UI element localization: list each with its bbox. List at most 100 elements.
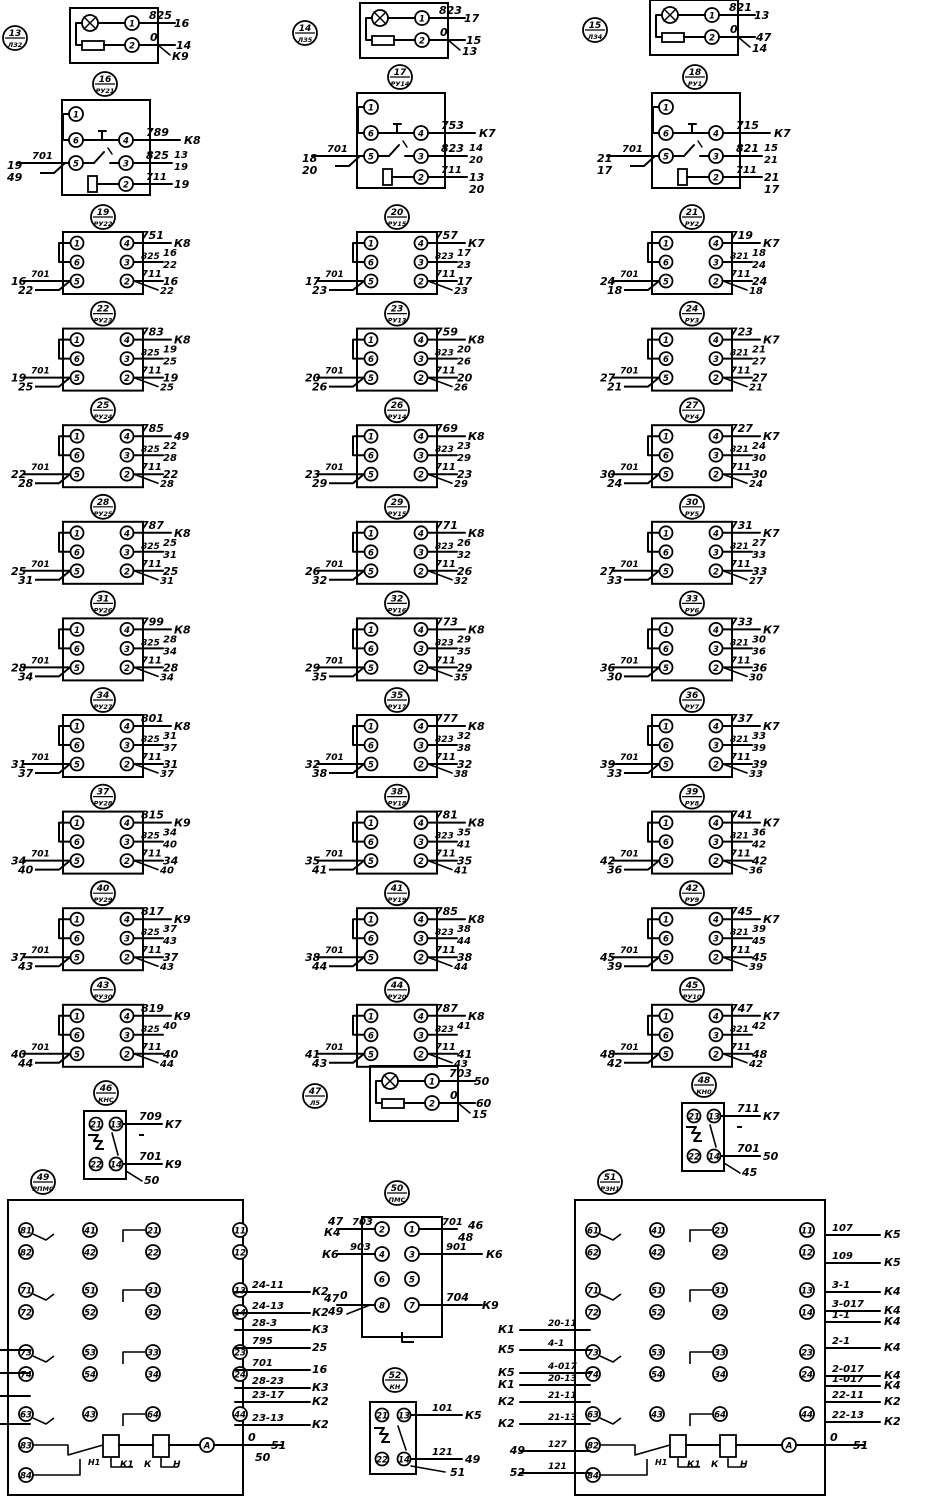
device-number: 24 [686,305,699,315]
terminal-number: 5 [74,374,80,384]
terminal-number: 24 [801,1371,813,1381]
wire-label: 16 [312,1363,328,1376]
terminal-number: 71 [587,1287,599,1297]
wire [624,473,660,485]
wire-label: 47 [327,1215,344,1228]
wire-label: 825 [141,1025,160,1035]
terminal-circle [69,254,85,270]
wire-label: 21 [764,155,778,166]
terminal-circle [363,718,379,734]
terminal-number: 3 [418,935,424,945]
terminal-circle [145,1344,161,1360]
device-number: 49 [36,1173,50,1183]
terminal-circle [799,1406,815,1422]
terminal-circle [585,1304,601,1320]
terminal-circle [363,911,379,927]
terminal-number: 4 [712,819,719,829]
wire-label: 30 [607,670,623,683]
wire-label: К7 [763,1110,780,1123]
wire-label: 40 [159,866,174,877]
terminal-number: 5 [368,761,374,771]
terminal-number: 1 [663,626,669,636]
resistor-icon [661,32,685,43]
wire-label: 32 [312,574,328,587]
terminal-circle [658,351,674,367]
wire-label: 27 [752,372,768,385]
wire-label: 13 [174,150,188,161]
wire [329,666,365,678]
terminal-number: 6 [368,355,374,365]
terminal-number: 1 [368,723,374,733]
terminal-number: 13 [398,1412,410,1422]
wire-label: 777 [435,712,458,725]
terminal-number: 4 [712,433,719,443]
coil-icon [382,168,393,186]
terminal-number: 21 [147,1227,159,1237]
terminal-circle [82,1282,98,1298]
device-code: РУ21 [96,87,115,95]
wire-label: 27 [752,538,766,549]
wire [352,628,364,650]
wire-label: 37 [163,743,177,754]
terminal-number: 4 [122,137,129,147]
wire-label: 24 [749,479,763,490]
terminal-number: 31 [714,1287,726,1297]
device-number: 21 [686,208,699,218]
terminal-number: 22 [688,1153,700,1163]
wire-label: К8 [174,237,191,250]
wire-label: 27 [600,372,616,385]
device-tag-circle [384,300,410,327]
terminal-number: 4 [417,626,424,636]
wire [388,144,400,157]
wire-label: 37 [163,924,177,935]
terminal-number: 8 [379,1302,385,1312]
device-code: ЛЗ5 [297,36,313,44]
terminal-number: 1 [73,111,79,121]
wire-label: 815 [141,809,164,822]
wire-label: 21 [749,383,763,394]
device-code: РУ13 [388,317,407,325]
wire [365,17,372,41]
terminal-number: 5 [663,153,669,163]
terminal-number: 4 [712,130,719,140]
wire-label: К1 [687,1460,701,1470]
terminal-number: 3 [418,153,424,163]
wire-label: 701 [620,753,639,763]
terminal-number: 5 [74,1050,80,1060]
wire-label: К9 [174,913,191,926]
terminal-circle [799,1222,815,1238]
wire [624,1053,660,1064]
terminal-number: 54 [651,1371,663,1381]
wire-label: 781 [435,809,458,822]
wire-label: 711 [730,1042,751,1053]
wire-label: 757 [435,229,458,242]
wire-label: 823 [435,1025,454,1035]
terminal-circle [69,622,85,637]
terminal-number: 2 [713,278,719,288]
wire-label: 785 [435,905,458,918]
wire-label: 41 [311,864,327,877]
wire [427,859,453,871]
wire-label: 769 [435,422,458,435]
wire [35,1053,71,1064]
wire [133,859,159,871]
wire-label: 121 [548,1462,567,1472]
device-tag-circle [679,976,705,1003]
wire [427,763,453,774]
wire-label: К4 [884,1369,901,1382]
wire [737,36,751,48]
wire [133,763,159,774]
terminal-number: 4 [378,1251,385,1261]
terminal-number: 1 [368,104,374,114]
wire-label: 711 [730,752,751,763]
wire-label: 701 [325,946,344,956]
terminal-number: 3 [123,160,129,170]
wire-label: 21 [597,152,612,165]
wire [58,338,70,360]
wire-label: К8 [174,334,191,347]
device-tag-circle [90,687,116,713]
terminal-number: 6 [379,1276,385,1286]
